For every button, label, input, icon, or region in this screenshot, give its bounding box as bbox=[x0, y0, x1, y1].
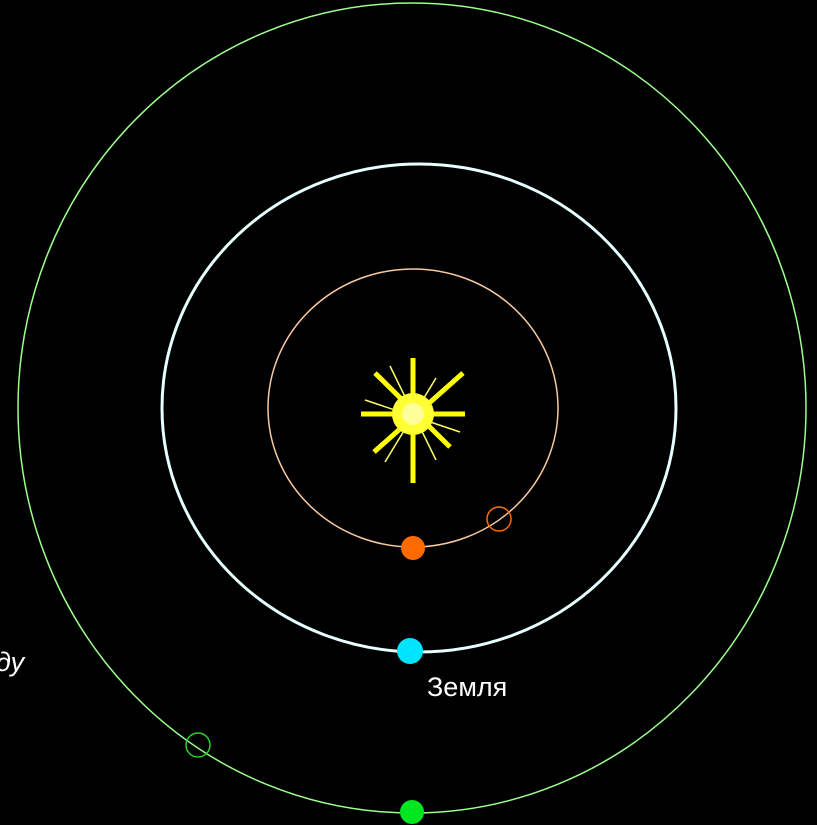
inner-planet-ghost bbox=[486, 506, 512, 532]
inner-planet bbox=[401, 536, 425, 560]
outer-planet bbox=[400, 800, 424, 824]
sun-core bbox=[402, 403, 424, 425]
left-text-fragment: ду bbox=[0, 647, 26, 677]
earth-label: Земля bbox=[427, 672, 507, 702]
outer-planet-ghost bbox=[185, 732, 211, 758]
sun-icon bbox=[361, 358, 465, 483]
earth-planet bbox=[397, 638, 423, 664]
